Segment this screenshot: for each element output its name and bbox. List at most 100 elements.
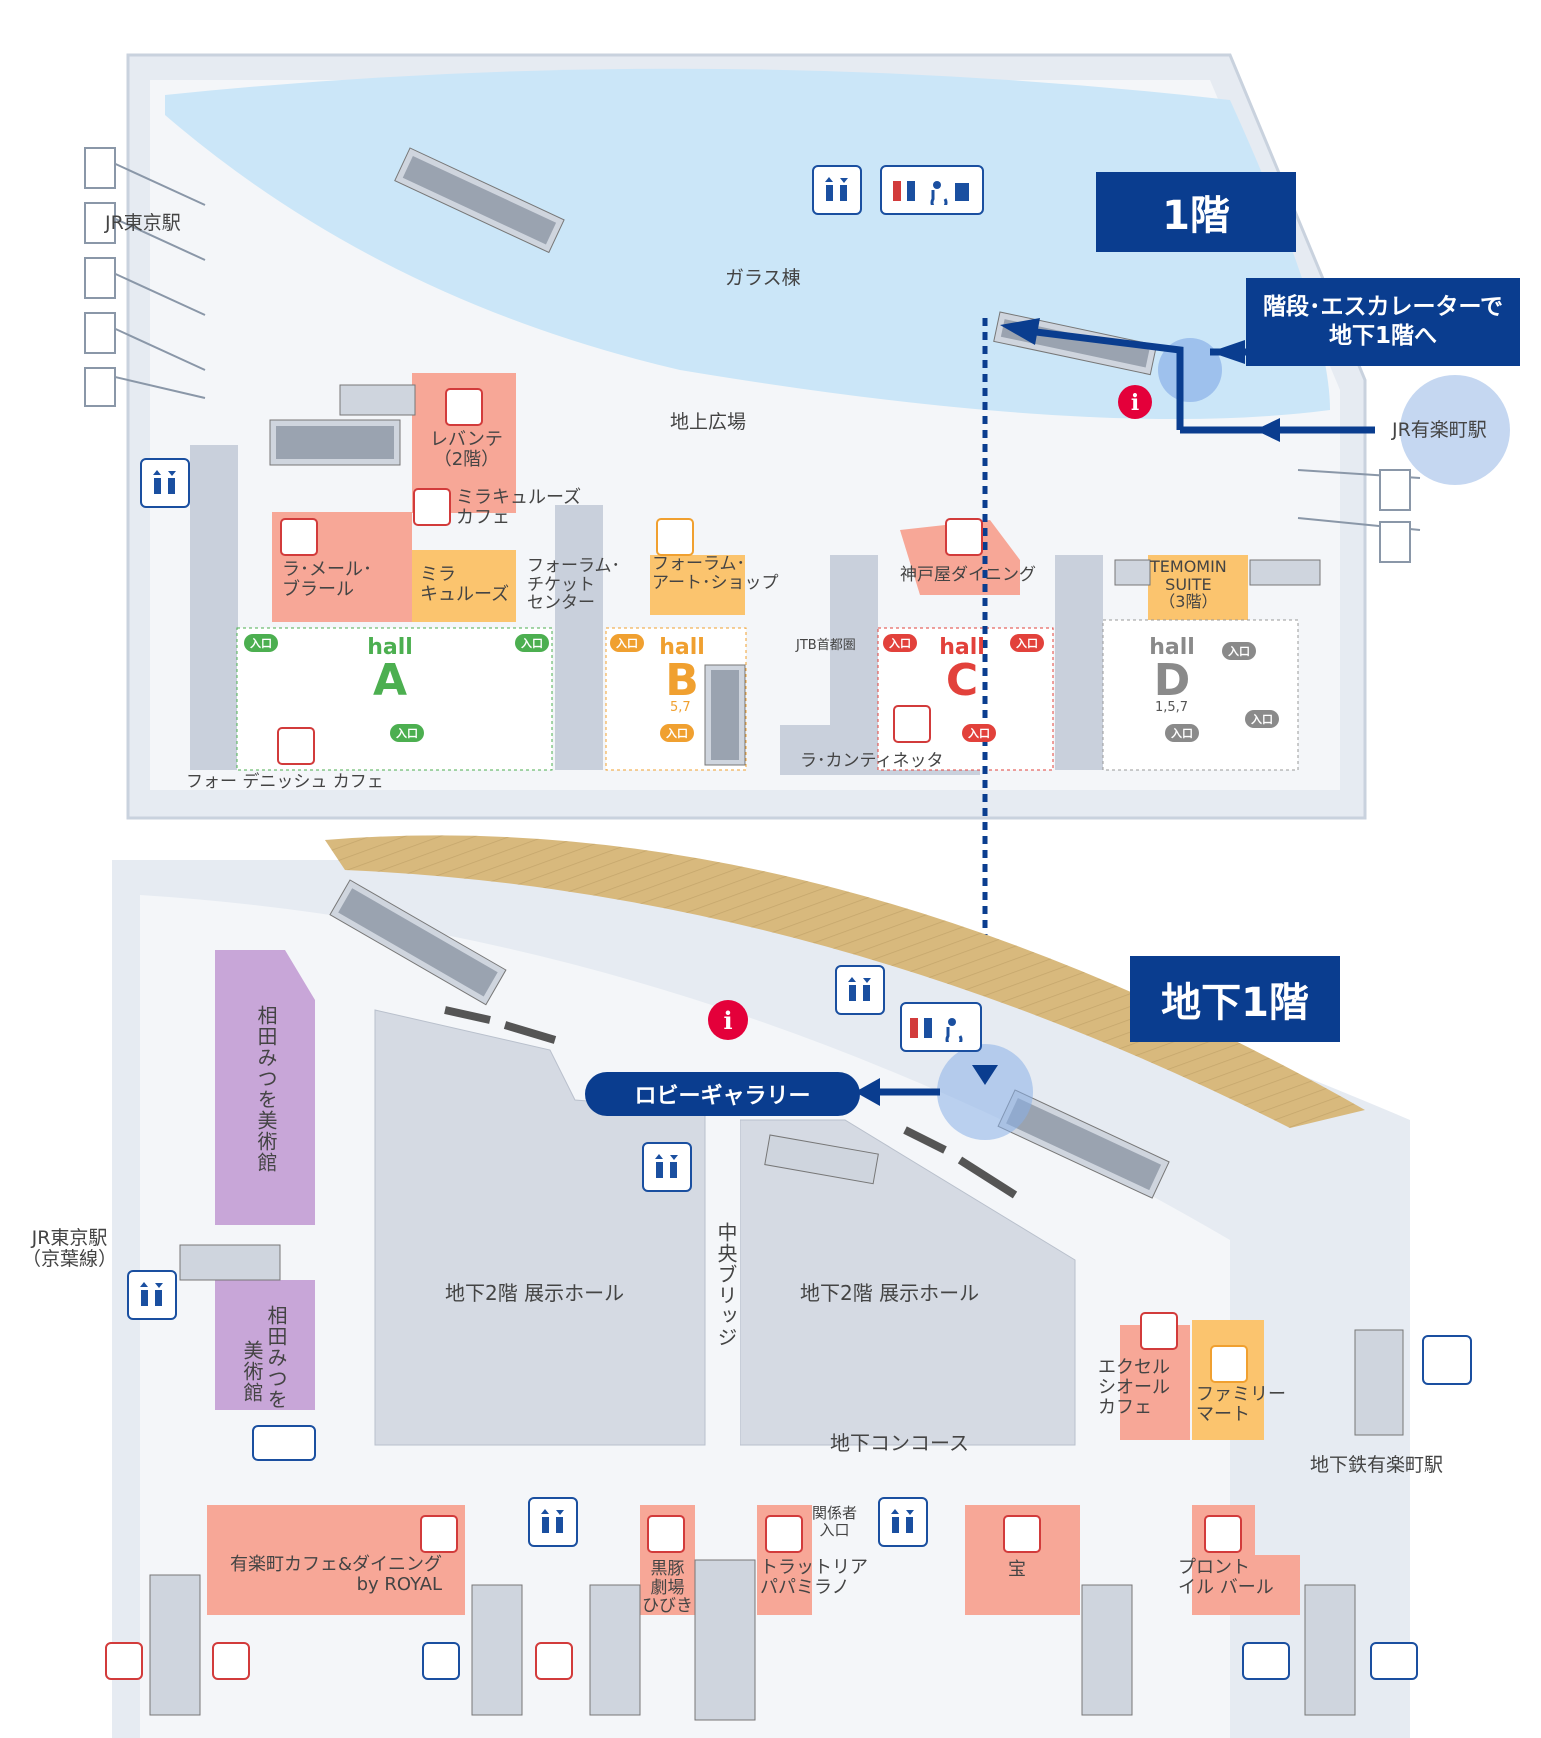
forum-art-label: フォーラム･ アート･ショップ: [652, 554, 779, 593]
info-icon-b1: [708, 1000, 748, 1040]
hall-a-area: [236, 627, 553, 771]
escalator: [269, 419, 401, 466]
jr-keiyo-label: JR東京駅 （京葉線）: [22, 1227, 118, 1270]
forum-ticket-label: フォーラム･ チケット センター: [527, 556, 620, 614]
b2-hall-left-label: 地下2階 展示ホール: [445, 1281, 625, 1305]
info-icon: [1118, 385, 1152, 419]
column: [190, 445, 238, 770]
restaurant-icon[interactable]: [647, 1515, 685, 1553]
aida-museum-label: 相田みつを美術館: [254, 1005, 278, 1173]
la-cantinetta-label: ラ･カンティネッタ: [800, 751, 944, 771]
glass-building-label: ガラス棟: [725, 267, 801, 289]
entry-badge[interactable]: 入口: [515, 634, 549, 652]
la-mer-label: ラ･メール･ ブラール: [282, 559, 372, 600]
restaurant-icon[interactable]: [420, 1515, 458, 1553]
entry-badge[interactable]: 入口: [1010, 634, 1044, 652]
central-bridge-label: 中央ブリッジ: [714, 1222, 738, 1348]
restaurant-icon[interactable]: [280, 518, 318, 556]
hall-c-name: hall: [939, 635, 985, 660]
entry-badge[interactable]: 入口: [660, 724, 694, 742]
trattoria-label: トラットリア パパミラノ: [760, 1557, 868, 1598]
track-dashes: [444, 1006, 1018, 1199]
hall-b-floors: 5,7: [670, 700, 691, 715]
kurobuta-label: 黒豚 劇場 ひびき: [642, 1559, 693, 1617]
royal-label: 有楽町カフェ&ダイニング by ROYAL: [230, 1554, 443, 1595]
levante-label: レバンテ （2階）: [430, 429, 503, 470]
mens-restroom-icon: [422, 1642, 460, 1680]
escalator: [339, 384, 416, 416]
restaurant-icon[interactable]: [1003, 1515, 1041, 1553]
hall-c-letter[interactable]: C: [945, 655, 979, 706]
temomin-label: TEMOMIN SUITE （3階）: [1150, 557, 1227, 612]
lobby-gallery-label[interactable]: ロビーギャラリー: [585, 1072, 860, 1116]
elevator-icon[interactable]: [812, 165, 862, 215]
escalator: [394, 147, 565, 254]
staff-entrance-label: 関係者 入口: [812, 1504, 858, 1539]
takara-label: 宝: [1008, 1559, 1026, 1580]
jr-tokyo-label: JR東京駅: [105, 212, 181, 234]
hall-a-letter[interactable]: A: [372, 655, 408, 706]
entry-badge[interactable]: 入口: [244, 634, 278, 652]
hall-d-area: [1102, 619, 1299, 771]
entry-badge[interactable]: 入口: [1245, 710, 1279, 728]
restaurant-icon[interactable]: [1140, 1312, 1178, 1350]
restaurant-icon[interactable]: [765, 1515, 803, 1553]
aida-museum-2: [215, 1280, 315, 1410]
jr-tokyo-tracks: [84, 147, 206, 407]
escalator: [179, 1244, 281, 1281]
jtb-label: JTB首都圏: [796, 638, 856, 653]
restaurant-icon[interactable]: [277, 727, 315, 765]
restaurant-icon[interactable]: [893, 705, 931, 743]
kobeya-label: 神戸屋ダイニング: [900, 565, 1036, 585]
entry-badge[interactable]: 入口: [610, 634, 644, 652]
escalator-note: 階段･エスカレーターで 地下1階へ: [1246, 278, 1520, 366]
escalator: [1114, 559, 1321, 586]
restaurant-icon[interactable]: [945, 518, 983, 556]
column: [1055, 555, 1103, 770]
hall-d-letter[interactable]: D: [1153, 655, 1191, 706]
hall-d-floors: 1,5,7: [1155, 700, 1189, 715]
jr-yurakucho-marker: [1400, 375, 1510, 485]
aida-museum-label-2b: 美術館: [240, 1340, 264, 1403]
subway-label: 地下鉄有楽町駅: [1310, 1454, 1444, 1476]
restaurant-icon[interactable]: [445, 388, 483, 426]
aida-museum-label-2a: 相田みつを: [264, 1305, 288, 1410]
shop-icon[interactable]: [656, 518, 694, 556]
entry-badge[interactable]: 入口: [1222, 642, 1256, 660]
womens-restroom-icon: [535, 1642, 573, 1680]
elevator-icon[interactable]: [127, 1270, 177, 1320]
elevator-icon[interactable]: [140, 458, 190, 508]
aida-museum-1: [215, 950, 315, 1225]
hall-b-name: hall: [659, 635, 705, 660]
entry-badge[interactable]: 入口: [962, 724, 996, 742]
elevator-icon[interactable]: [835, 965, 885, 1015]
restaurant-icon[interactable]: [1204, 1515, 1242, 1553]
hall-d-name: hall: [1149, 635, 1195, 660]
column: [555, 505, 603, 770]
entry-badge[interactable]: 入口: [1165, 724, 1199, 742]
womens-restroom-icon: [105, 1642, 143, 1680]
restaurant-icon[interactable]: [413, 488, 451, 526]
hall-a-name: hall: [367, 635, 413, 660]
excelsior-label: エクセル シオール カフェ: [1098, 1357, 1170, 1418]
entry-badge[interactable]: 入口: [390, 724, 424, 742]
escalator-highlight: [1158, 338, 1222, 402]
temomin-block: [1148, 555, 1248, 620]
bottom-escalators: [149, 1329, 1404, 1721]
escalator-highlight: [937, 1044, 1033, 1140]
shop-icon[interactable]: [1210, 1345, 1248, 1383]
accessible-elevator-icon[interactable]: [1422, 1335, 1472, 1385]
elevator-icon[interactable]: [528, 1497, 578, 1547]
entry-badge[interactable]: 入口: [883, 634, 917, 652]
kobeya-block: [900, 520, 1020, 595]
hall-b-letter[interactable]: B: [665, 655, 699, 706]
mira-cafe-label: ミラキュルーズ カフェ: [456, 487, 582, 528]
mira-label: ミラ キュルーズ: [420, 564, 510, 605]
womens-restroom-icon: [212, 1642, 250, 1680]
b1-badge: 地下1階: [1130, 956, 1340, 1042]
elevator-icon[interactable]: [642, 1142, 692, 1192]
elevator-icon[interactable]: [878, 1497, 928, 1547]
escalator: [329, 879, 507, 1006]
restroom-accessible-icon: [880, 165, 984, 215]
